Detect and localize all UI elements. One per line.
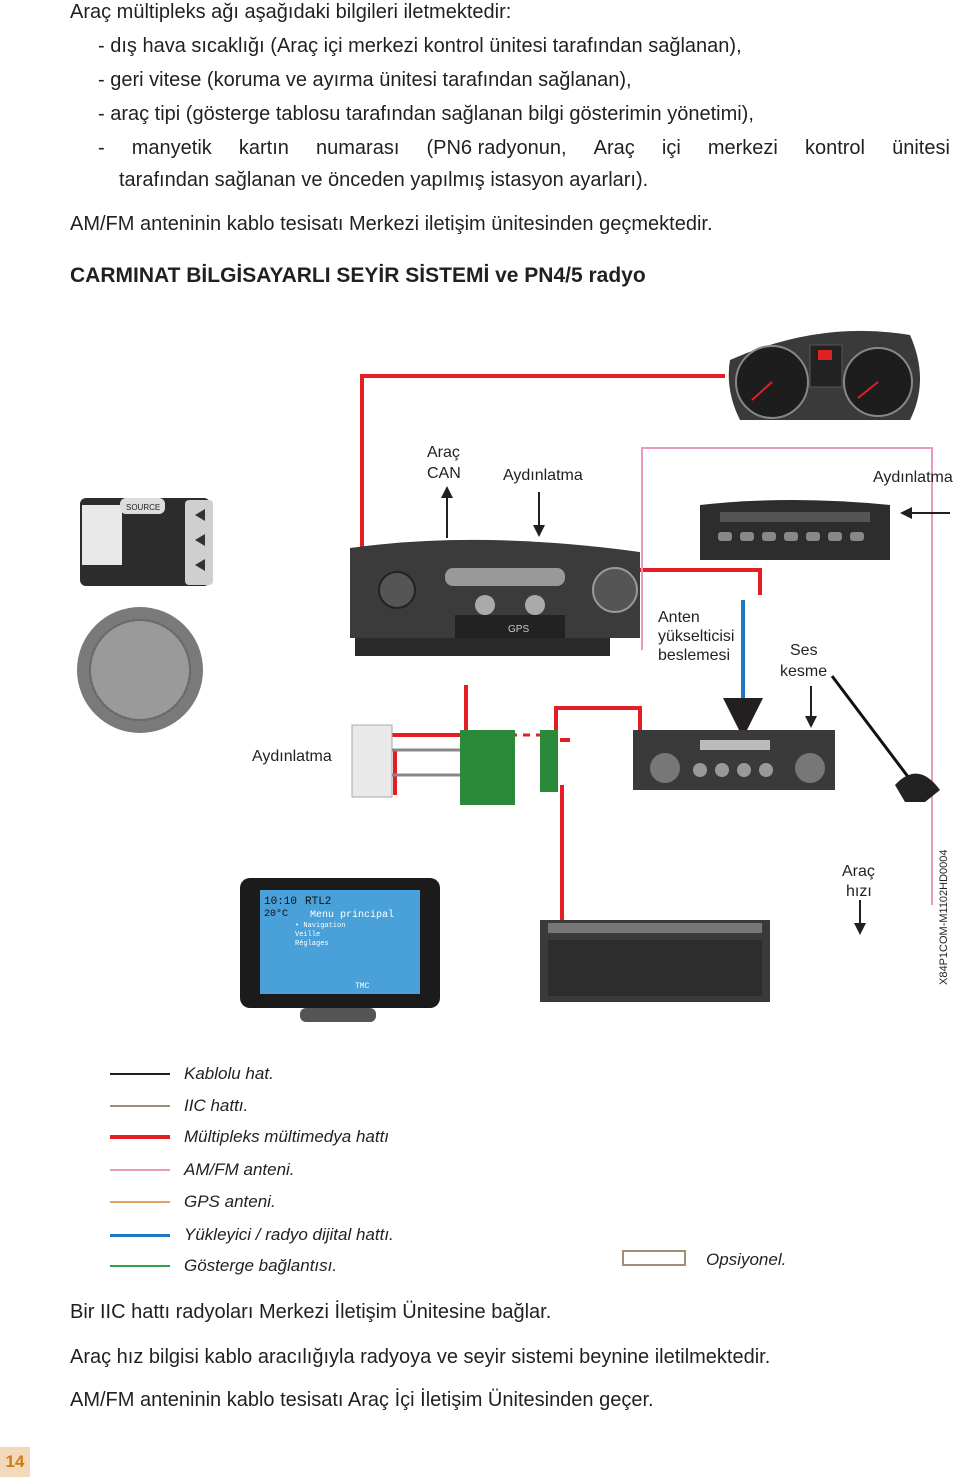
bullet-magnetic-card-cont: tarafından sağlanan ve önceden yapılmış …: [119, 169, 649, 191]
screen-tmc: TMC: [355, 982, 370, 991]
optional-swatch: [622, 1250, 686, 1266]
bullet-vehicle-type: - araç tipi (gösterge tablosu tarafından…: [98, 103, 754, 125]
steering-remote: SOURCE: [80, 498, 213, 586]
word: (PN6 radyonun,: [426, 137, 567, 159]
label-hiz: hızı: [846, 883, 872, 900]
footer-note: Araç hız bilgisi kablo aracılığıyla rady…: [70, 1346, 771, 1368]
arrow-mute-head: [805, 716, 817, 728]
signal-arrows: [441, 486, 950, 935]
screen-item: Réglages: [295, 940, 329, 948]
radio-head-unit: GPS: [350, 539, 640, 656]
optional-label: Opsiyonel.: [706, 1250, 787, 1269]
legend-swatch: [110, 1265, 170, 1267]
instrument-cluster: [728, 330, 920, 420]
legend-item: Kablolu hat.: [110, 1059, 274, 1089]
arrow-light-head: [533, 525, 545, 537]
radio-top-right: [700, 500, 890, 560]
screen-rtl: RTL2: [305, 896, 331, 908]
legend-swatch: [110, 1135, 170, 1139]
section-heading: CARMINAT BİLGİSAYARLI SEYİR SİSTEMİ ve P…: [70, 264, 646, 287]
bullet-magnetic-card: - manyetik kartın numarası (PN6 radyonun…: [98, 136, 950, 160]
label-anten: Anten: [658, 609, 700, 626]
word: ünitesi: [892, 137, 950, 159]
bullet-reverse-gear: - geri vitese (koruma ve ayırma ünitesi …: [98, 69, 632, 91]
arrow-speed-head: [854, 923, 866, 935]
screen-temp: 20°C: [264, 908, 288, 920]
legend: Kablolu hat. IIC hattı. Mültipleks mülti…: [0, 1055, 960, 1285]
label-ses: Ses: [790, 642, 818, 659]
word: merkezi: [707, 137, 778, 159]
legend-label: Mültipleks mültimedya hattı: [184, 1127, 390, 1146]
legend-label: Kablolu hat.: [184, 1064, 274, 1083]
footer-note: AM/FM anteninin kablo tesisatı Araç İçi …: [70, 1389, 654, 1411]
am-fm-line: [641, 447, 933, 905]
legend-swatch: [110, 1073, 170, 1075]
am-fm-note: AM/FM anteninin kablo tesisatı Merkezi i…: [70, 213, 713, 235]
word: kartın: [238, 137, 289, 159]
word: -: [98, 137, 105, 159]
legend-label: Gösterge bağlantısı.: [184, 1256, 338, 1275]
legend-label: GPS anteni.: [184, 1192, 276, 1211]
footer-note: Bir IIC hattı radyoları Merkezi İletişim…: [70, 1301, 552, 1323]
word: manyetik: [131, 137, 212, 159]
word: içi: [661, 137, 681, 159]
page-number: 14: [0, 1447, 30, 1477]
speaker: [77, 607, 203, 733]
arrow-light-right-head: [900, 507, 912, 519]
screen-time: 10:10: [264, 896, 297, 908]
bullet-outside-temp: - dış hava sıcaklığı (Araç içi merkezi k…: [98, 35, 742, 57]
ecu-board: [351, 724, 558, 805]
label-aydinlatma: Aydınlatma: [503, 467, 583, 484]
label-hiz: Araç: [842, 863, 875, 880]
word: Araç: [593, 137, 635, 159]
label-anten: beslemesi: [658, 647, 730, 664]
screen-item: Veille: [295, 931, 320, 939]
source-label: SOURCE: [126, 503, 160, 512]
red-line-cluster-right: [640, 568, 762, 595]
wiring-diagram: Araç CAN Aydınlatma Aydınlatma Aydınlatm…: [77, 330, 953, 1022]
red-line-ecu-radio: [554, 706, 642, 755]
legend-label: IIC hattı.: [184, 1096, 249, 1115]
navigation-screen: 10:10 20°C RTL2 Menu principal • Navigat…: [240, 878, 440, 1022]
screen-item: • Navigation: [295, 922, 345, 930]
label-aydinlatma: Aydınlatma: [252, 748, 332, 765]
word: numarası: [316, 137, 400, 159]
label-ses: kesme: [780, 663, 827, 680]
legend-swatch: [110, 1169, 170, 1171]
legend-item: IIC hattı.: [110, 1091, 248, 1121]
radio-middle-right: [633, 730, 835, 790]
intro-text: Araç mültipleks ağı aşağıdaki bilgileri …: [70, 1, 512, 23]
legend-item: AM/FM anteni.: [110, 1155, 295, 1185]
legend-item: Mültipleks mültimedya hattı: [110, 1122, 389, 1152]
legend-swatch: [110, 1105, 170, 1107]
legend-label: Yükleyici / radyo dijital hattı.: [184, 1225, 394, 1244]
legend-label: AM/FM anteni.: [184, 1160, 295, 1179]
word: kontrol: [804, 137, 865, 159]
label-aydinlatma: Aydınlatma: [873, 469, 953, 486]
navigation-unit: [540, 920, 770, 1002]
legend-item: Gösterge bağlantısı.: [110, 1251, 337, 1281]
legend-item: Yükleyici / radyo dijital hattı.: [110, 1220, 394, 1250]
legend-swatch: [110, 1201, 170, 1203]
arrow-can-head: [441, 486, 453, 498]
legend-swatch: [110, 1233, 170, 1237]
figure-code: X84P1COM-M1102HD0004: [938, 849, 950, 985]
legend-item: GPS anteni.: [110, 1187, 276, 1217]
label-arac-can: Araç: [427, 444, 460, 461]
label-anten: yükselticisi: [658, 628, 734, 645]
label-arac-can: CAN: [427, 465, 461, 482]
screen-menu: Menu principal: [310, 909, 394, 921]
gps-label: GPS: [508, 624, 529, 635]
antenna: [830, 675, 940, 802]
